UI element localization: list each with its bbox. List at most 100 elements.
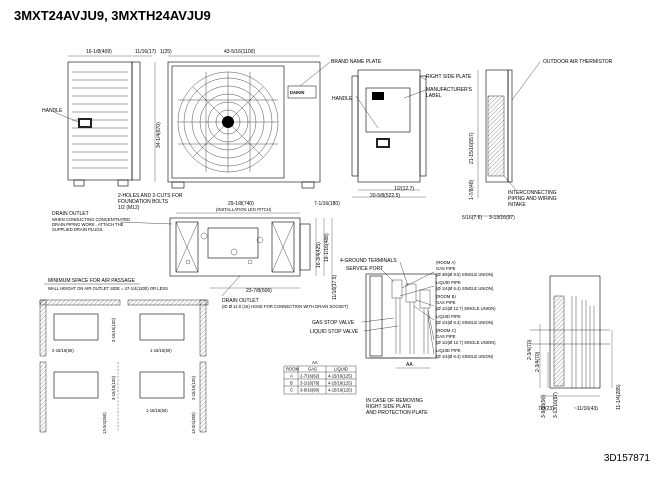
min-space-heading: MINIMUM SPACE FOR AIR PASSAGE	[48, 278, 135, 284]
removal-note-1: IN CASE OF REMOVING	[366, 398, 423, 404]
drawing-title: 3MXT24AVJU9, 3MXTH24AVJU9	[14, 8, 211, 23]
room-c-title: (ROOM C)	[436, 328, 457, 333]
interconnecting-label-1: INTERCONNECTING	[508, 190, 557, 196]
gas-stop-valve-label: GAS STOP VALVE	[312, 320, 355, 326]
room-b-gas-1: GAS PIPE	[436, 300, 456, 305]
left-handle-label: HANDLE	[42, 108, 63, 114]
holes-note-line2: FOUNDATION BOLTS	[118, 199, 169, 205]
front-view: 1(25) 43-5/16(1100) DAIKIN BRAND NAME PL…	[154, 49, 382, 189]
right-side-plate-label: RIGHT SIDE PLATE	[426, 74, 472, 80]
detail-d4: 7/8(23)	[538, 406, 554, 412]
detail-d3: 11-1/4(285)	[616, 384, 622, 410]
ms-dim-6: 1-15/16(50)	[146, 408, 168, 413]
table-cell: 3-9/16(90)	[300, 388, 320, 393]
table-header-gas: GAS	[308, 367, 317, 372]
table-cell: C	[290, 388, 293, 393]
front-height-dim: 34-1/4(870)	[156, 122, 162, 148]
aa-label: AA	[406, 362, 413, 368]
service-port-label: SERVICE PORT	[346, 266, 383, 272]
manufacturers-label-2: LABEL	[426, 93, 442, 99]
drain-hose: (ID Ø 11-0 (16) HOSE FOR CONNECTION WITH…	[222, 304, 349, 309]
table-cell: A	[290, 374, 293, 379]
ms-dim-5: 13-3/4(350)	[102, 412, 107, 434]
thermistor-side-view: OUTDOOR AIR THERMISTOR 21-15/16(557) 1-7…	[462, 59, 613, 221]
detail-d1: 3-9/16(90)	[541, 395, 547, 418]
pitch-dim: 29-1/8(740)	[228, 201, 254, 207]
right-handle-label: HANDLE	[332, 96, 353, 102]
interconnecting-label-3: INTAKE	[508, 202, 526, 208]
liquid-stop-valve-label: LIQUID STOP VALVE	[310, 329, 359, 335]
piping-detail: 4-GROUND TERMINALS SERVICE PORT GAS STOP…	[310, 258, 496, 416]
bottom-h3: 11/16(17.5)	[332, 274, 338, 300]
room-b-liq-2: (Ø 1/4(Ø 6.4) SINGLE UNION)	[436, 320, 494, 325]
room-c-liq-2: (Ø 1/4(Ø 6.4) SINGLE UNION)	[436, 354, 494, 359]
table-title: AA	[312, 360, 318, 365]
room-b-title: (ROOM B)	[436, 294, 456, 299]
left-depth-dim: 16-1/8(409)	[86, 49, 112, 55]
room-c-liq-1: LIQUID PIPE	[436, 348, 461, 353]
table-cell: B	[290, 381, 293, 386]
drain-outlet-label: DRAIN OUTLET	[52, 211, 89, 217]
detail-d5: ~11/16(43)	[574, 406, 598, 412]
table-header-room: ROOM	[286, 367, 300, 372]
pipe-dimension-table: AA ROOM GAS LIQUID A 2-7/16(62) 4-15/16(…	[283, 360, 357, 395]
table-cell: 4-15/16(125)	[328, 374, 353, 379]
removal-note-2: RIGHT SIDE PLATE	[366, 404, 412, 410]
table-cell: 4-15/16(125)	[328, 381, 353, 386]
room-b-gas-2: (Ø 1/2(Ø 12.7) SINGLE UNION)	[436, 306, 496, 311]
room-c-gas-2: (Ø 1/2(Ø 12.7) SINGLE UNION)	[436, 340, 496, 345]
room-a-gas-1: GAS PIPE	[436, 266, 456, 271]
front-width-dim: 43-5/16(1100)	[224, 49, 255, 55]
interconnecting-label-2: PIPING AND WIRING	[508, 196, 557, 202]
drain-note-3: SUPPLIED DRAIN PLUGS.	[52, 227, 103, 232]
outdoor-air-thermistor-label: OUTDOOR AIR THERMISTOR	[543, 59, 613, 65]
drain-note-2: DRAIN PIPING WORK , ATTACH THE	[52, 222, 124, 227]
bottom-h2: 19-1/16(488)	[324, 233, 330, 262]
removal-note-3: AND PROTECTION PLATE	[366, 410, 428, 416]
bottom-dim: 23-7/8(606)	[246, 288, 272, 294]
ms-dim-3: 1-15/16(50)	[150, 348, 172, 353]
ms-dim-1: 2-15/16(50)	[52, 348, 74, 353]
right-small-dim: 1/2(12.7)	[394, 186, 414, 192]
brand-name-plate-label: BRAND NAME PLATE	[331, 59, 382, 65]
room-b-liq-1: LIQUID PIPE	[436, 314, 461, 319]
detail-d2: 3-13/16(97)	[553, 392, 559, 418]
left-top-dim: 11/16(17)	[135, 49, 156, 55]
side-height-dim: 21-15/16(557)	[469, 132, 475, 164]
minimum-space-section: MINIMUM SPACE FOR AIR PASSAGE WALL HEIGH…	[39, 278, 209, 434]
detail-d7: 2-3/4(70)	[535, 351, 541, 372]
bottom-view: DRAIN OUTLET WHEN CONDUCTING CONCENTRATE…	[52, 201, 349, 309]
ms-dim-4: 3-15/16(100)	[111, 375, 116, 400]
table-cell: 3-1/16(78)	[300, 381, 320, 386]
manufacturers-label-1: MANUFACTURER'S	[426, 87, 473, 93]
right-side-view: HANDLE RIGHT SIDE PLATE MANUFACTURER'S L…	[332, 69, 473, 199]
drain-outlet-2: DRAIN OUTLET	[222, 298, 259, 304]
room-a-liq-1: LIQUID PIPE	[436, 280, 461, 285]
detail-d6: 2-3/4(70)	[527, 339, 533, 360]
bottom-h1: 16-3/4(425)	[316, 242, 322, 268]
side-d1: 5/16(7.6)	[462, 215, 482, 221]
brand-logo: DAIKIN	[290, 90, 304, 95]
ms-dim-7: 2-15/16(100)	[191, 375, 196, 400]
table-cell: 4-15/16(125)	[328, 388, 353, 393]
table-header-liquid: LIQUID	[334, 367, 348, 372]
room-a-title: (ROOM A)	[436, 260, 456, 265]
room-c-gas-1: GAS PIPE	[436, 334, 456, 339]
ms-dim-2: 3-15/16(100)	[111, 317, 116, 342]
side-low-dim: 1-7/8(48)	[469, 179, 475, 200]
piping-side-detail: 2-3/4(70) 2-3/4(70) 3-9/16(90) 3-13/16(9…	[527, 275, 622, 418]
table-cell: 2-7/16(62)	[300, 374, 320, 379]
bolt-size: 1/2 (M12)	[118, 205, 140, 211]
left-side-view: 16-1/8(409) 11/16(17) HANDLE 2-HOLES AND…	[42, 49, 183, 211]
room-a-liq-2: (Ø 1/4(Ø 6.4) SINGLE UNION)	[436, 286, 494, 291]
drain-note-1: WHEN CONDUCTING CONCENTRATED	[52, 217, 130, 222]
front-top-left-dim: 1(25)	[160, 49, 172, 55]
wall-height-note: WALL HEIGHT ON AIR OUTLET SIDE = 47-1/4(…	[48, 286, 168, 291]
ms-dim-8: 13-3/4(350)	[191, 412, 196, 434]
document-number: 3D157871	[603, 453, 650, 464]
pitch-label: (INSTALLATION LEG PITCH)	[216, 207, 272, 212]
side-d2: 3-13/16(97)	[489, 215, 515, 221]
holes-note-line1: 2-HOLES AND 2-CUTS FOR	[118, 193, 183, 199]
room-a-gas-2: (Ø 3/8(Ø 9.5) SINGLE UNION)	[436, 272, 494, 277]
